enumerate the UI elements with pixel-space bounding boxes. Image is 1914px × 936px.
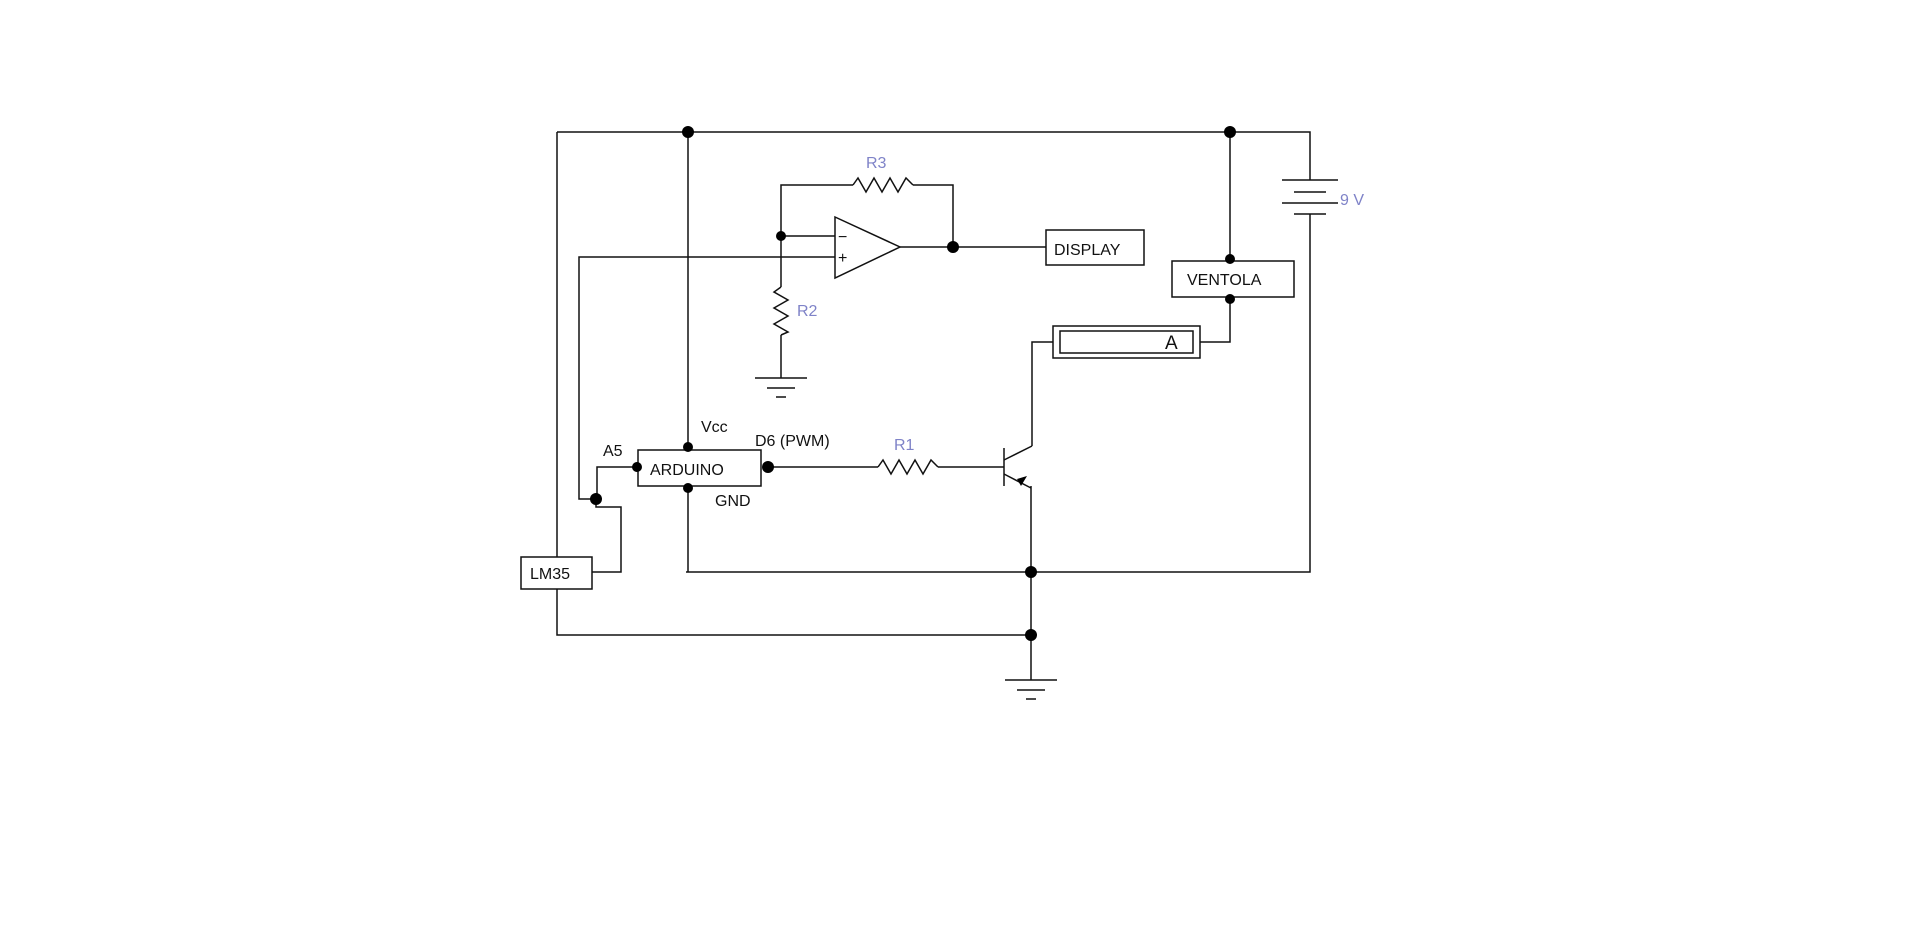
wire-battery-to-ground-rail: [686, 214, 1311, 573]
wire-top-rail: [557, 131, 1311, 180]
r1-label: R1: [894, 437, 915, 454]
ammeter-inner: [1059, 330, 1194, 354]
battery-9v: [1282, 179, 1338, 215]
pin-dots: [632, 254, 1235, 493]
wire-fan-bottom: [1200, 297, 1231, 343]
r2-label: R2: [797, 303, 818, 320]
opamp: [834, 215, 902, 280]
display-box: [1045, 229, 1145, 266]
resistor-r2: [772, 286, 790, 336]
pin-vcc-label: Vcc: [701, 419, 728, 436]
pin-gnd-label: GND: [715, 493, 751, 510]
junctions: [590, 126, 1236, 641]
display-label: DISPLAY: [1054, 242, 1121, 259]
r3-label: R3: [866, 155, 887, 172]
wire-feedback-left: [780, 184, 853, 236]
wire-feedback-right: [913, 184, 954, 247]
wire-bottom-rail: [556, 589, 1031, 636]
wire-a5: [596, 466, 638, 499]
ground-symbol-main: [1005, 679, 1057, 700]
lm35-label: LM35: [530, 566, 570, 583]
resistor-r3: [852, 176, 914, 194]
wires: [556, 131, 1311, 680]
pin-a5-label: A5: [603, 443, 623, 460]
ventola-box: [1171, 260, 1295, 298]
transistor-npn: [1003, 445, 1033, 489]
ammeter-label: A: [1165, 333, 1178, 354]
battery-label: 9 V: [1340, 192, 1364, 209]
wire-sense-to-opamp: [578, 256, 835, 500]
arduino-label: ARDUINO: [650, 462, 724, 479]
opamp-plus-sign: +: [838, 250, 847, 267]
ventola-label: VENTOLA: [1187, 272, 1262, 289]
ground-symbol-r2: [755, 377, 807, 398]
lm35-box: [520, 556, 593, 590]
opamp-minus-sign: −: [838, 229, 847, 246]
wire-lm35-out: [592, 499, 622, 573]
pin-d6-label: D6 (PWM): [755, 433, 830, 450]
wire-ammeter-to-collector: [1031, 341, 1053, 446]
resistor-r1: [877, 458, 939, 476]
